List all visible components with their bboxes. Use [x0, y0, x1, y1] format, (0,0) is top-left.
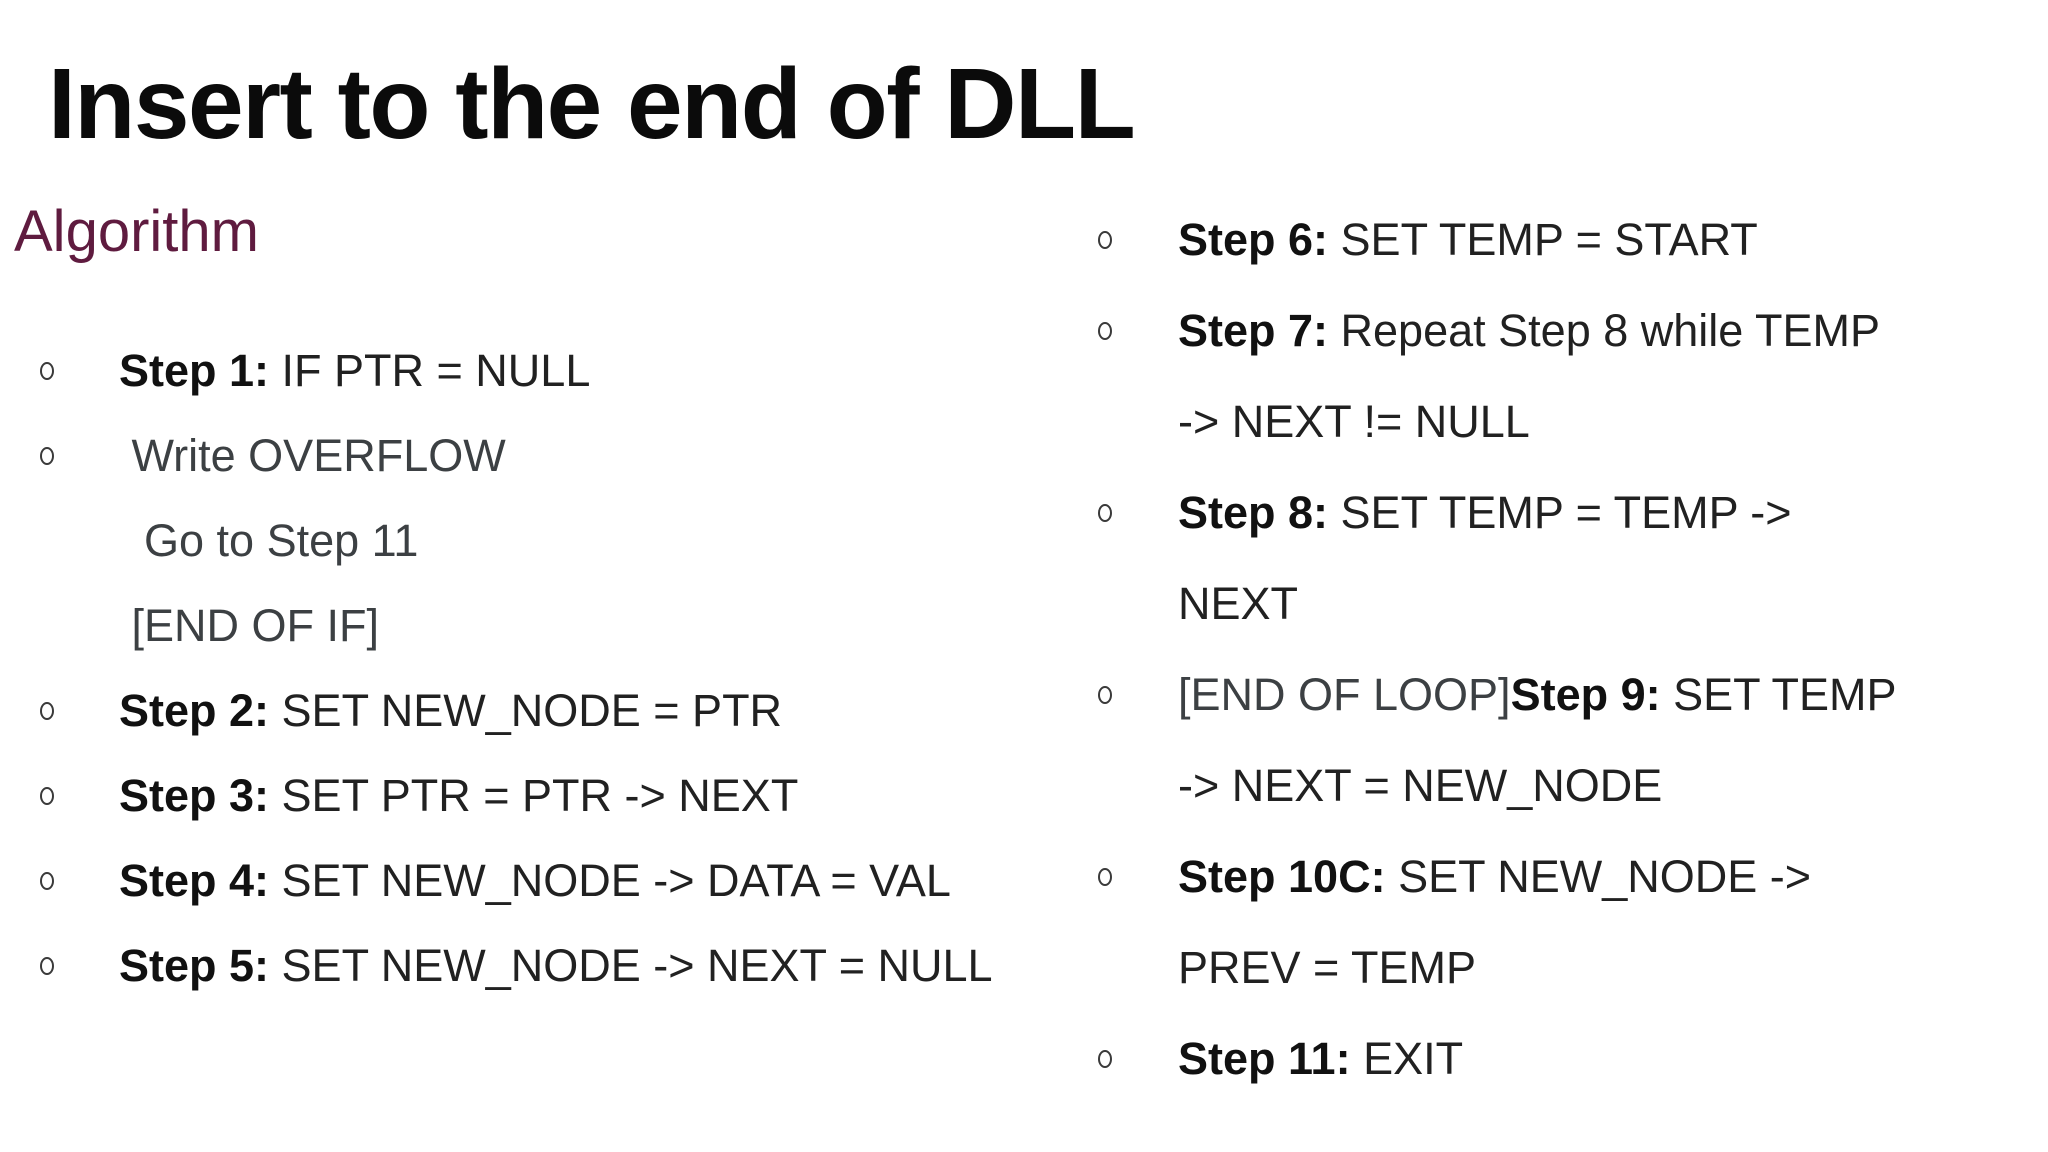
list-item: Step 2: SET NEW_NODE = PTR [40, 668, 1050, 753]
list-item-segment: SET NEW_NODE = PTR [269, 685, 783, 736]
list-item-segment: Step 6: [1178, 214, 1329, 265]
list-item: Step 6: SET TEMP = START [1098, 194, 2048, 285]
list-item: [END OF IF] [40, 583, 1050, 668]
list-item-segment: Step 11: [1178, 1033, 1351, 1084]
list-item-segment: Go to Step 11 [119, 515, 419, 566]
slide-title: Insert to the end of DLL [48, 48, 1136, 160]
hollow-circle-bullet-icon [40, 871, 54, 890]
list-item: Go to Step 11 [40, 498, 1050, 583]
list-item-segment: Step 8: [1178, 487, 1329, 538]
list-item-segment: EXIT [1350, 1033, 1464, 1084]
hollow-circle-bullet-icon [1098, 321, 1112, 340]
hollow-circle-bullet-icon [1098, 503, 1112, 522]
list-item: Step 10C: SET NEW_NODE -> [1098, 831, 2048, 922]
hollow-circle-bullet-icon [1098, 230, 1112, 249]
list-item-segment: Repeat Step 8 while TEMP [1328, 305, 1880, 356]
list-item-segment: Step 3: [119, 770, 270, 821]
list-item-segment: Write OVERFLOW [119, 430, 506, 481]
hollow-circle-bullet-icon [1098, 1049, 1112, 1068]
list-item: -> NEXT = NEW_NODE [1098, 740, 2048, 831]
list-item-segment: IF PTR = NULL [269, 345, 591, 396]
list-item-segment: Step 10C: [1178, 851, 1386, 902]
list-item-segment: Step 9: [1510, 669, 1661, 720]
list-item-segment: NEXT [1178, 578, 1299, 629]
hollow-circle-bullet-icon [40, 446, 54, 465]
list-item: Step 5: SET NEW_NODE -> NEXT = NULL [40, 923, 1050, 1008]
hollow-circle-bullet-icon [40, 786, 54, 805]
list-item: Step 4: SET NEW_NODE -> DATA = VAL [40, 838, 1050, 923]
list-item-segment: SET NEW_NODE -> [1385, 851, 1812, 902]
list-item-segment: SET TEMP [1660, 669, 1897, 720]
list-item: -> NEXT != NULL [1098, 376, 2048, 467]
list-item: NEXT [1098, 558, 2048, 649]
list-item: Step 11: EXIT [1098, 1013, 2048, 1104]
list-item-segment: SET NEW_NODE -> NEXT = NULL [269, 940, 993, 991]
list-item: Step 7: Repeat Step 8 while TEMP [1098, 285, 2048, 376]
list-item-segment: Step 7: [1178, 305, 1329, 356]
list-item-segment: SET TEMP = START [1328, 214, 1758, 265]
list-item-segment: SET PTR = PTR -> NEXT [269, 770, 799, 821]
list-item-segment: Step 1: [119, 345, 270, 396]
list-item: PREV = TEMP [1098, 922, 2048, 1013]
list-item: Step 8: SET TEMP = TEMP -> [1098, 467, 2048, 558]
algorithm-steps-left-column: Step 1: IF PTR = NULL Write OVERFLOW Go … [40, 328, 1050, 1008]
list-item-segment: [END OF IF] [119, 600, 380, 651]
list-item-segment: Step 5: [119, 940, 270, 991]
list-item-segment: -> NEXT = NEW_NODE [1178, 760, 1663, 811]
list-item-segment: PREV = TEMP [1178, 942, 1477, 993]
list-item: [END OF LOOP]Step 9: SET TEMP [1098, 649, 2048, 740]
list-item-segment: SET TEMP = TEMP -> [1328, 487, 1792, 538]
list-item-segment: SET NEW_NODE -> DATA = VAL [269, 855, 951, 906]
hollow-circle-bullet-icon [40, 361, 54, 380]
hollow-circle-bullet-icon [1098, 867, 1112, 886]
list-item-segment: [END OF LOOP] [1178, 669, 1511, 720]
section-heading-algorithm: Algorithm [14, 199, 259, 264]
hollow-circle-bullet-icon [40, 701, 54, 720]
hollow-circle-bullet-icon [40, 956, 54, 975]
list-item-segment: Step 2: [119, 685, 270, 736]
list-item-segment: -> NEXT != NULL [1178, 396, 1530, 447]
list-item: Step 1: IF PTR = NULL [40, 328, 1050, 413]
list-item-segment: Step 4: [119, 855, 270, 906]
hollow-circle-bullet-icon [1098, 685, 1112, 704]
list-item: Write OVERFLOW [40, 413, 1050, 498]
list-item: Step 3: SET PTR = PTR -> NEXT [40, 753, 1050, 838]
